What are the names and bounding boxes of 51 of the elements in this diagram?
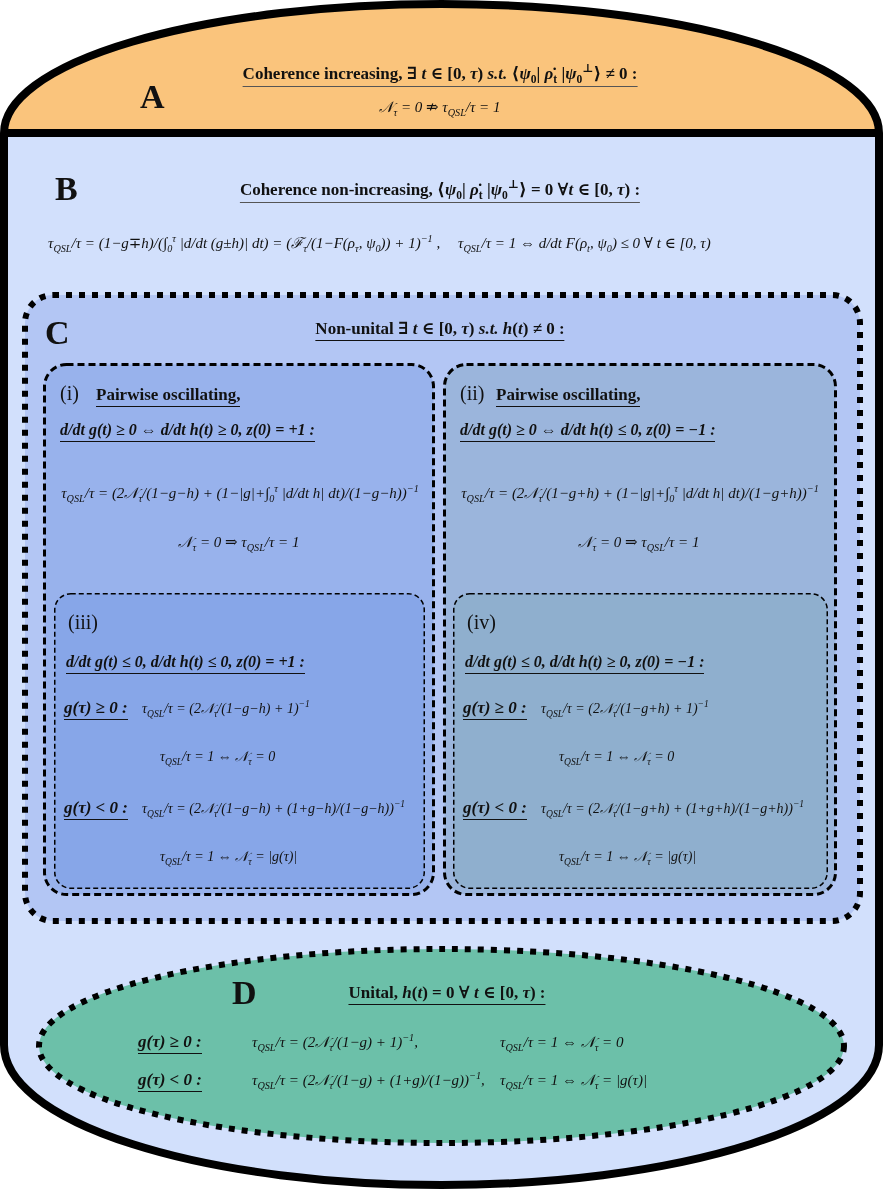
roman-numeral: (ii) [460,381,485,406]
case-label: g(τ) ≥ 0 : [138,1031,202,1055]
condition-heading: d/dt g(t) ≤ 0, d/dt h(t) ≥ 0, z(0) = −1 : [465,652,705,674]
dashed-panel [453,593,828,889]
heading: Pairwise oscillating, [96,384,241,408]
heading: Coherence increasing, ∃ t ∈ [0, τ) s.t. ⟨ψ$_{0}$| ρ̇$_{t}$ |ψ$_{0}$$^{⊥}$⟩ ≠ 0 : [242,63,638,88]
case-label: g(τ) < 0 : [64,797,128,821]
heading: Coherence non-increasing, ⟨ψ$_{0}$| ρ̇$_{t}$ |ψ$_{0}$$^{⊥}$⟩ = 0 ∀t ∈ [0, τ) : [239,179,641,204]
dotted-ellipse-panel [36,946,847,1146]
formula: τ$_{QSL}$/τ = 1 ⇔ 𝒩$_{τ}$ = |g(τ)| [160,848,298,866]
dashed-panel [54,593,425,889]
formula: τ$_{QSL}$/τ = (2𝒩$_{τ}$/(1−g+h) + (1−|g|+∫$_{0}$$^{τ}$ |d/dt h| dt)/(1−g+h))$^{−1}$ [460,484,820,503]
condition-heading: d/dt g(t) ≤ 0, d/dt h(t) ≤ 0, z(0) = +1 : [66,652,305,674]
formula: τ$_{QSL}$/τ = (2𝒩$_{τ}$/(1−g) + (1+g)/(1−g))$^{−1}$, [252,1071,485,1090]
formula: τ$_{QSL}$/τ = (2𝒩$_{τ}$/(1−g−h) + 1)$^{−1}$ [142,700,310,718]
formula: τ$_{QSL}$/τ = 1 ⇔ 𝒩$_{τ}$ = 0 [500,1033,624,1052]
formula: τ$_{QSL}$/τ = (2𝒩$_{τ}$/(1−g−h) + (1−|g|+∫$_{0}$$^{τ}$ |d/dt h| dt)/(1−g−h))$^{−1}$ [60,484,420,503]
formula: τ$_{QSL}$/τ = 1 ⇔ 𝒩$_{τ}$ = 0 [559,748,675,766]
formula: 𝒩$_{τ}$ = 0 ⇒ τ$_{QSL}$/τ = 1 [178,533,300,552]
section-letter: B [55,169,78,209]
condition-heading: d/dt g(t) ≥ 0 ⇔ d/dt h(t) ≤ 0, z(0) = −1 : [460,420,716,442]
formula: τ$_{QSL}$/τ = 1 ⇔ 𝒩$_{τ}$ = 0 [160,748,276,766]
heading: Non-unital ∃ t ∈ [0, τ) s.t. h(t) ≠ 0 : [315,318,565,342]
cylinder-body-panel [0,137,883,1189]
section-letter: C [45,313,70,353]
formula: τ$_{QSL}$/τ = 1 ⇔ 𝒩$_{τ}$ = |g(τ)| [500,1071,648,1090]
formula: τ$_{QSL}$/τ = (1−g∓h)/(∫$_{0}$$^{τ}$ |d/dt (g±h)| dt) = (ℱ$_{τ}$/(1−F(ρ$_{τ}$, ψ$_{0}$)) + 1)$^{−1}$ , [48,234,441,253]
dashed-panel [443,363,837,896]
cylinder-top-panel [0,0,883,137]
formula: τ$_{QSL}$/τ = (2𝒩$_{τ}$/(1−g−h) + (1+g−h)/(1−g−h))$^{−1}$ [142,800,406,818]
section-letter: D [232,973,257,1013]
roman-numeral: (i) [60,381,79,406]
heading: Pairwise oscillating, [496,384,641,408]
dashed-panel [43,363,435,896]
section-letter: A [140,77,165,117]
condition-heading: d/dt g(t) ≥ 0 ⇔ d/dt h(t) ≥ 0, z(0) = +1 : [60,420,315,442]
formula: τ$_{QSL}$/τ = (2𝒩$_{τ}$/(1−g) + 1)$^{−1}$, [252,1033,418,1052]
case-label: g(τ) ≥ 0 : [463,697,527,721]
dotted-panel [22,292,863,924]
case-label: g(τ) < 0 : [463,797,527,821]
formula: τ$_{QSL}$/τ = 1 ⇔ 𝒩$_{τ}$ = |g(τ)| [559,848,697,866]
formula: τ$_{QSL}$/τ = 1 ⇔ d/dt F(ρ$_{t}$, ψ$_{0}$) ≤ 0 ∀ t ∈ [0, τ) [458,234,711,253]
formula: 𝒩$_{τ}$ = 0 ⇒ τ$_{QSL}$/τ = 1 [578,533,700,552]
case-label: g(τ) < 0 : [138,1069,202,1093]
formula: τ$_{QSL}$/τ = (2𝒩$_{τ}$/(1−g+h) + 1)$^{−1}$ [541,700,709,718]
heading: Unital, h(t) = 0 ∀ t ∈ [0, τ) : [348,982,546,1006]
roman-numeral: (iv) [467,610,496,635]
formula: 𝒩$_{τ}$ = 0 ⇏ τ$_{QSL}$/τ = 1 [379,98,501,117]
formula: τ$_{QSL}$/τ = (2𝒩$_{τ}$/(1−g+h) + (1+g+h)/(1−g+h))$^{−1}$ [541,800,805,818]
roman-numeral: (iii) [68,610,98,635]
case-label: g(τ) ≥ 0 : [64,697,128,721]
